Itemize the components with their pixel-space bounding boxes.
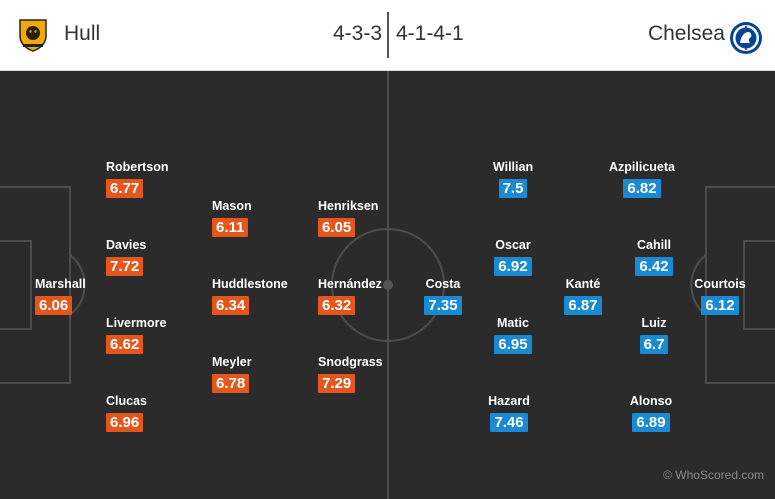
player-livermore[interactable]: Livermore 6.62 <box>106 316 166 354</box>
player-alonso[interactable]: Alonso 6.89 <box>621 394 681 432</box>
player-rating: 7.29 <box>318 374 356 393</box>
player-name: Snodgrass <box>318 355 383 369</box>
player-rating: 6.11 <box>212 218 249 237</box>
away-formation: 4-1-4-1 <box>396 22 464 45</box>
player-name: Kanté <box>565 277 601 291</box>
player-name: Clucas <box>106 394 147 408</box>
player-name: Matic <box>497 316 529 330</box>
player-name: Davies <box>106 238 147 252</box>
player-name: Marshall <box>35 277 86 291</box>
player-matic[interactable]: Matic 6.95 <box>483 316 543 354</box>
player-oscar[interactable]: Oscar 6.92 <box>483 238 543 276</box>
player-huddlestone[interactable]: Huddlestone 6.34 <box>212 277 288 315</box>
player-kante[interactable]: Kanté 6.87 <box>553 277 613 315</box>
player-mason[interactable]: Mason 6.11 <box>212 199 252 237</box>
player-name: Livermore <box>106 316 167 330</box>
home-team-name[interactable]: Hull <box>64 22 101 45</box>
player-name: Hazard <box>488 394 530 408</box>
player-name: Courtois <box>694 277 746 291</box>
player-rating: 7.46 <box>490 413 528 432</box>
player-luiz[interactable]: Luiz 6.7 <box>624 316 684 354</box>
player-snodgrass[interactable]: Snodgrass 7.29 <box>318 355 383 393</box>
player-name: Willian <box>492 160 534 174</box>
player-rating: 6.82 <box>623 179 661 198</box>
player-name: Huddlestone <box>212 277 288 291</box>
player-hazard[interactable]: Hazard 7.46 <box>479 394 539 432</box>
player-rating: 6.96 <box>106 413 144 432</box>
player-rating: 6.92 <box>494 257 532 276</box>
player-rating: 7.5 <box>498 179 528 198</box>
player-robertson[interactable]: Robertson 6.77 <box>106 160 169 198</box>
player-cahill[interactable]: Cahill 6.42 <box>624 238 684 276</box>
player-davies[interactable]: Davies 7.72 <box>106 238 146 276</box>
formation-divider <box>387 12 389 58</box>
player-name: Oscar <box>495 238 531 252</box>
player-rating: 6.87 <box>564 296 602 315</box>
player-henriksen[interactable]: Henriksen 6.05 <box>318 199 378 237</box>
pitch <box>0 71 775 499</box>
player-rating: 6.12 <box>701 296 739 315</box>
player-marshall[interactable]: Marshall 6.06 <box>35 277 86 315</box>
player-courtois[interactable]: Courtois 6.12 <box>690 277 750 315</box>
player-rating: 6.89 <box>632 413 670 432</box>
player-rating: 6.7 <box>639 335 669 354</box>
player-name: Meyler <box>212 355 252 369</box>
player-rating: 6.32 <box>318 296 356 315</box>
player-rating: 6.95 <box>494 335 532 354</box>
player-rating: 7.72 <box>106 257 144 276</box>
player-name: Robertson <box>106 160 169 174</box>
player-meyler[interactable]: Meyler 6.78 <box>212 355 252 393</box>
player-name: Hernández <box>318 277 382 291</box>
player-name: Mason <box>212 199 252 213</box>
player-azpilicueta[interactable]: Azpilicueta 6.82 <box>602 160 682 198</box>
chelsea-crest-icon <box>730 22 762 54</box>
player-rating: 6.77 <box>106 179 144 198</box>
player-rating: 6.78 <box>212 374 250 393</box>
player-rating: 6.62 <box>106 335 144 354</box>
player-name: Costa <box>425 277 461 291</box>
player-name: Cahill <box>636 238 672 252</box>
player-name: Alonso <box>629 394 673 408</box>
player-rating: 6.34 <box>212 296 250 315</box>
player-rating: 7.35 <box>424 296 462 315</box>
player-rating: 6.05 <box>318 218 356 237</box>
player-hernandez[interactable]: Hernández 6.32 <box>318 277 382 315</box>
player-name: Azpilicueta <box>609 160 675 174</box>
player-rating: 6.06 <box>35 296 73 315</box>
player-costa[interactable]: Costa 7.35 <box>422 277 464 315</box>
player-clucas[interactable]: Clucas 6.96 <box>106 394 147 432</box>
hull-crest-icon <box>19 19 47 52</box>
player-rating: 6.42 <box>635 257 673 276</box>
player-name: Luiz <box>641 316 667 330</box>
match-header: Hull 4-3-3 4-1-4-1 Chelsea <box>0 0 775 71</box>
player-willian[interactable]: Willian 7.5 <box>483 160 543 198</box>
away-team-name[interactable]: Chelsea <box>647 22 725 45</box>
player-name: Henriksen <box>318 199 379 213</box>
home-formation: 4-3-3 <box>332 22 382 45</box>
whoscored-watermark: © WhoScored.com <box>663 468 764 482</box>
